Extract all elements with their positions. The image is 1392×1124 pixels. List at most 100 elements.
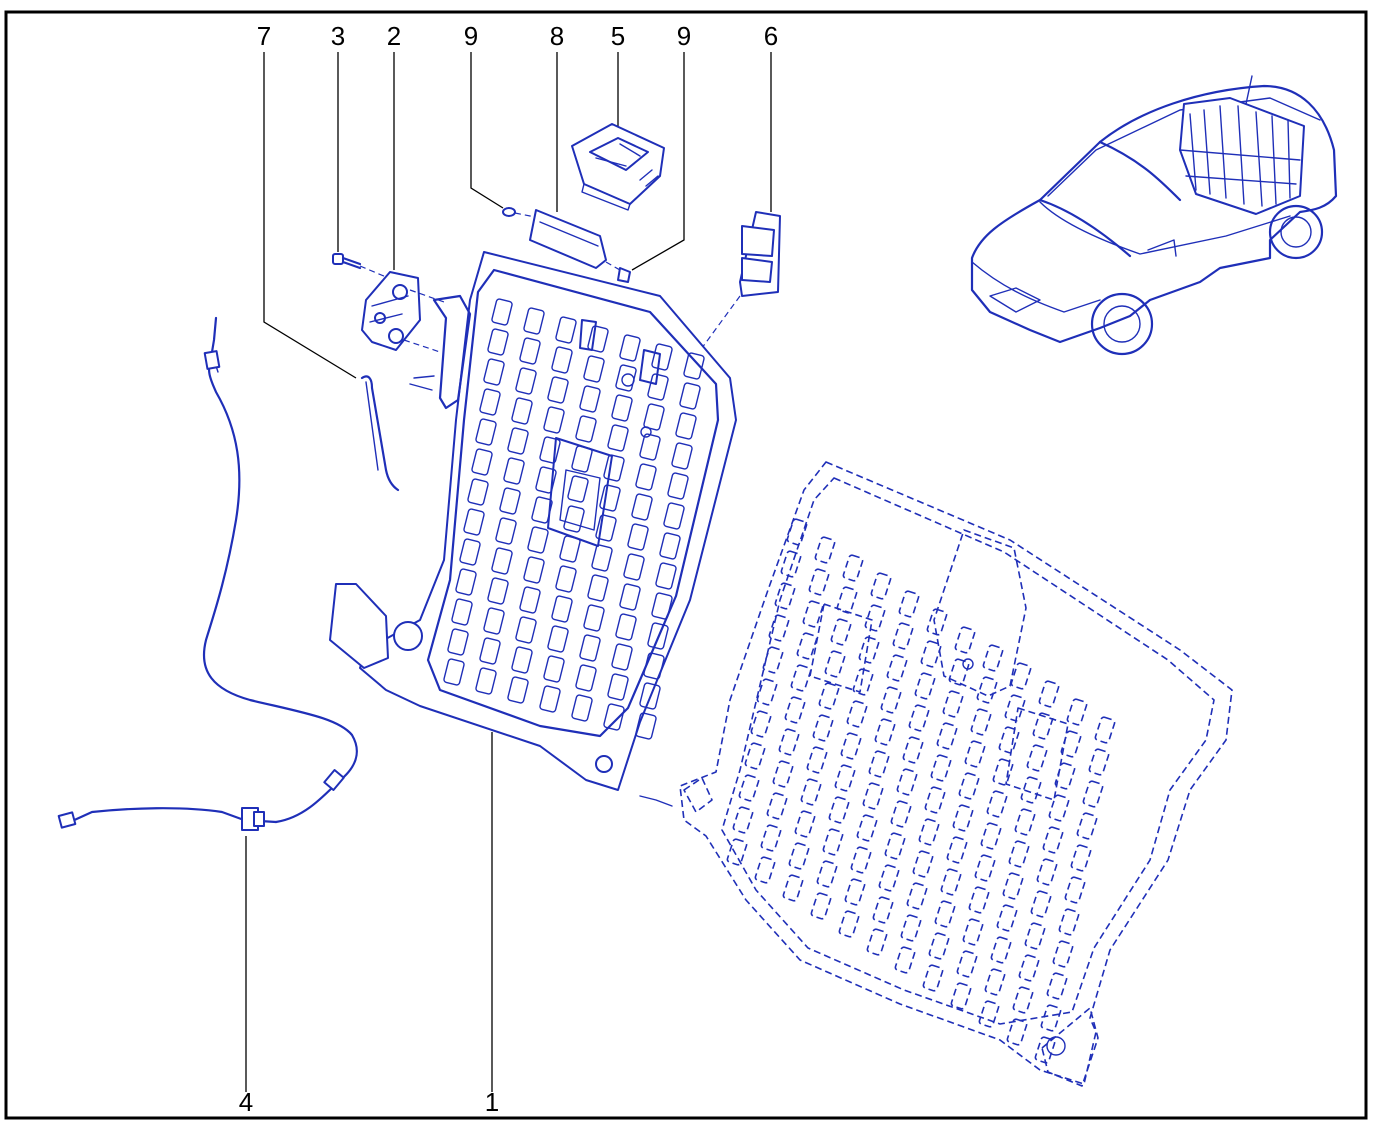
- callout-5: 5: [611, 21, 625, 51]
- frame-slot: [964, 740, 986, 768]
- headrest-guide-cover: [571, 123, 665, 211]
- frame-slot: [471, 448, 493, 476]
- frame-slot: [1082, 780, 1104, 808]
- callout-7: 7: [257, 21, 271, 51]
- frame-slot: [978, 1000, 1000, 1028]
- frame-slot: [535, 466, 557, 494]
- frame-slot: [607, 673, 629, 701]
- frame-slot: [643, 403, 665, 431]
- frame-slot: [479, 388, 501, 416]
- frame-slot: [1034, 1036, 1056, 1064]
- frame-slot: [447, 628, 469, 656]
- callout-2: 2: [387, 21, 401, 51]
- frame-slot: [559, 535, 581, 563]
- frame-slot: [824, 650, 846, 678]
- frame-slot: [571, 445, 593, 473]
- callout-4: 4: [239, 1087, 253, 1117]
- frame-slot: [491, 547, 513, 575]
- frame-slot: [920, 640, 942, 668]
- ghost-slot-pattern: [726, 518, 1116, 1064]
- frame-slot: [868, 750, 890, 778]
- frame-slot: [1014, 808, 1036, 836]
- callout-9-right: 9: [677, 21, 691, 51]
- frame-slot: [443, 658, 465, 686]
- frame-slot: [948, 658, 970, 686]
- ghost-seat-frame: [639, 461, 1233, 1087]
- frame-slot: [922, 964, 944, 992]
- frame-slot: [754, 856, 776, 884]
- frame-slot: [579, 634, 601, 662]
- frame-slot: [1054, 762, 1076, 790]
- frame-slot: [1076, 812, 1098, 840]
- frame-slot: [1040, 1004, 1062, 1032]
- frame-slot: [1088, 748, 1110, 776]
- frame-slot: [1058, 908, 1080, 936]
- frame-slot: [619, 583, 641, 611]
- frame-slot: [643, 652, 665, 680]
- frame-slot: [455, 568, 477, 596]
- frame-slot: [1038, 680, 1060, 708]
- frame-slot: [1032, 712, 1054, 740]
- frame-slot: [459, 538, 481, 566]
- frame-slot: [583, 604, 605, 632]
- frame-slot: [788, 842, 810, 870]
- frame-slot: [894, 946, 916, 974]
- frame-slot: [840, 732, 862, 760]
- frame-slot: [902, 736, 924, 764]
- frame-slot: [768, 614, 790, 642]
- frame-slot: [962, 918, 984, 946]
- frame-slot: [782, 874, 804, 902]
- frame-slot: [1064, 876, 1086, 904]
- frame-slot: [527, 526, 549, 554]
- frame-slot: [940, 868, 962, 896]
- frame-slot: [1042, 826, 1064, 854]
- frame-slot: [946, 836, 968, 864]
- frame-slot: [892, 622, 914, 650]
- frame-slot: [515, 367, 537, 395]
- frame-slot: [575, 415, 597, 443]
- frame-slot: [836, 586, 858, 614]
- frame-slot: [659, 532, 681, 560]
- frame-slot: [992, 758, 1014, 786]
- frame-slot: [816, 860, 838, 888]
- callout-1: 1: [485, 1087, 499, 1117]
- frame-slot: [750, 710, 772, 738]
- frame-slot: [908, 704, 930, 732]
- frame-slot: [1066, 698, 1088, 726]
- frame-slot: [679, 382, 701, 410]
- frame-slot: [926, 608, 948, 636]
- frame-slot: [834, 764, 856, 792]
- frame-slot: [515, 616, 537, 644]
- frame-slot: [555, 565, 577, 593]
- frame-slot: [812, 714, 834, 742]
- frame-slot: [543, 655, 565, 683]
- frame-slot: [583, 355, 605, 383]
- frame-slot: [732, 806, 754, 834]
- frame-slot: [930, 754, 952, 782]
- frame-slot: [503, 457, 525, 485]
- frame-slot: [980, 822, 1002, 850]
- frame-slot: [647, 622, 669, 650]
- frame-slot: [587, 574, 609, 602]
- frame-slot: [830, 618, 852, 646]
- frame-slot: [531, 496, 553, 524]
- frame-slot: [822, 828, 844, 856]
- frame-slot: [591, 544, 613, 572]
- screw-right: [605, 261, 631, 283]
- frame-slot: [934, 900, 956, 928]
- frame-slot: [744, 742, 766, 770]
- frame-slot: [982, 644, 1004, 672]
- frame-slot: [726, 838, 748, 866]
- frame-slot: [675, 412, 697, 440]
- frame-slot: [856, 814, 878, 842]
- frame-slot: [1012, 986, 1034, 1014]
- frame-slot: [898, 590, 920, 618]
- frame-slot: [780, 550, 802, 578]
- frame-slot: [970, 708, 992, 736]
- frame-slot: [958, 772, 980, 800]
- frame-slot: [491, 298, 513, 326]
- frame-slot: [539, 685, 561, 713]
- frame-slot: [599, 484, 621, 512]
- frame-slot: [615, 364, 637, 392]
